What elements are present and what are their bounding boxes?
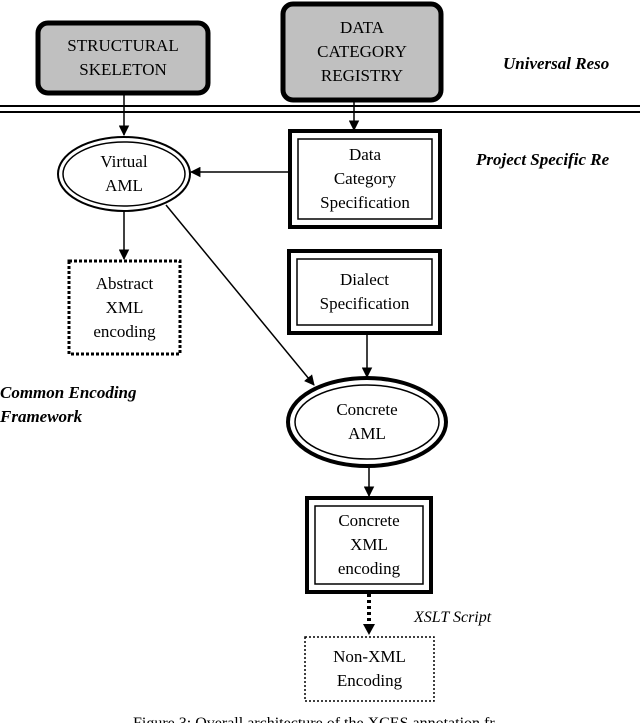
structural-skeleton-label: STRUCTURAL SKELETON (67, 36, 179, 79)
structural-skeleton-box (35, 20, 211, 96)
dialect-specification-inner (296, 258, 433, 326)
data-category-specification-inner (297, 138, 433, 220)
dialect-specification-label: Dialect Specification (319, 270, 410, 313)
dialect-specification-outer (287, 249, 442, 335)
data-category-registry-box (280, 1, 444, 103)
virtual-aml-ellipse-inner (62, 141, 186, 207)
arrow-xslt-head (363, 624, 375, 635)
data-category-specification-label: Data Category Specification (320, 145, 410, 212)
non-xml-encoding-box (304, 636, 435, 702)
data-category-registry-label: DATA CATEGORY REGISTRY (317, 18, 407, 85)
non-xml-encoding-label: Non-XML Encoding (333, 647, 406, 690)
virtual-aml-label: Virtual AML (100, 152, 148, 195)
concrete-xml-encoding-label: Concrete XML encoding (337, 511, 401, 578)
concrete-xml-encoding-outer (305, 496, 433, 594)
concrete-aml-ellipse-inner (294, 384, 440, 460)
region-universal-label: Universal Reso (503, 54, 610, 73)
region-project-specific-label: Project Specific Re (476, 150, 610, 169)
arrow-virtual-to-concrete (165, 204, 315, 386)
abstract-xml-encoding-label: Abstract XML encoding (93, 273, 156, 341)
abstract-xml-encoding-box (67, 259, 182, 356)
figure-caption: Figure 3: Overall architecture of the XC… (133, 714, 495, 723)
region-common-encoding-label: Common Encoding Framework (0, 383, 137, 426)
xslt-script-label: XSLT Script (414, 609, 492, 626)
concrete-aml-label: Concrete AML (336, 400, 398, 443)
data-category-specification-outer (288, 129, 442, 229)
concrete-xml-encoding-inner (314, 505, 424, 585)
